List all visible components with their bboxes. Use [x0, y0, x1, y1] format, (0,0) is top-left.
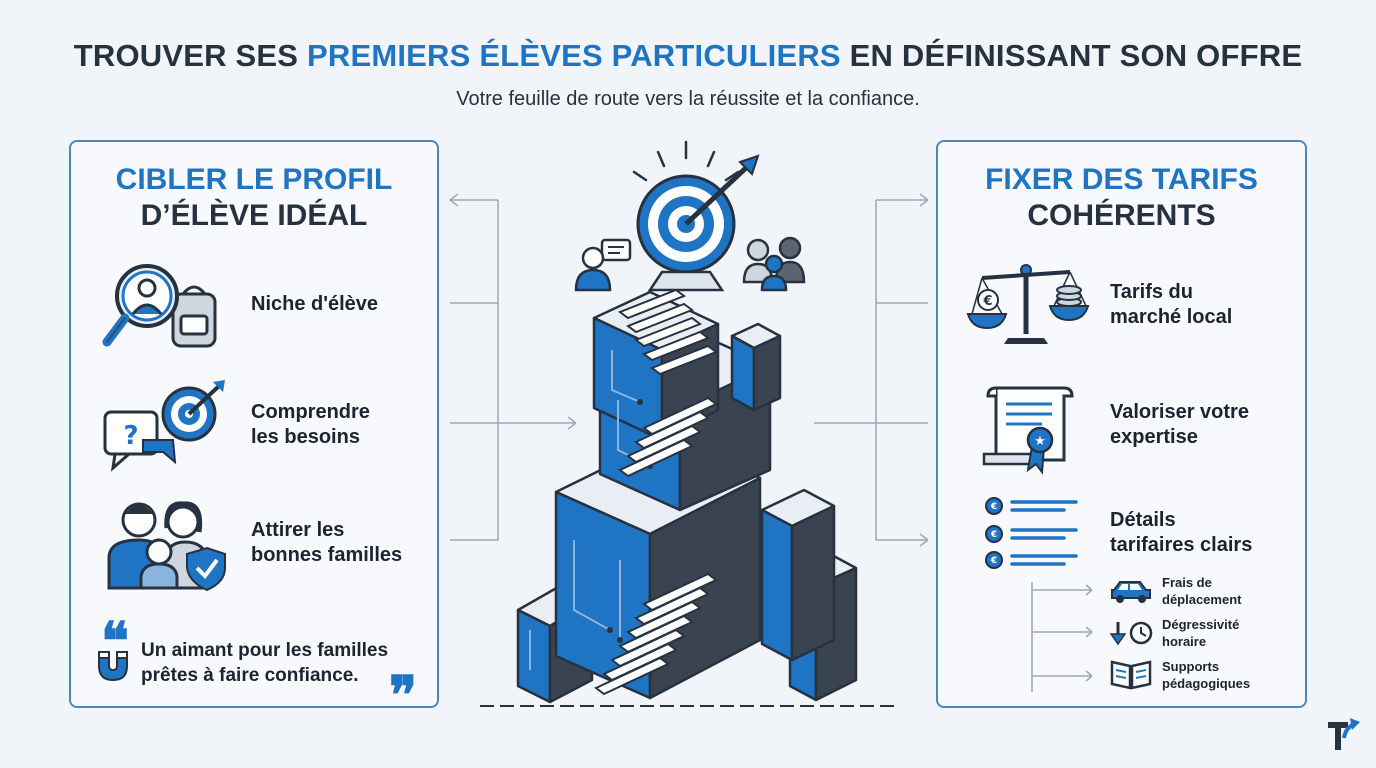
right-panel-title: FIXER DES TARIFS COHÉRENTS: [938, 162, 1305, 234]
title-part2: EN DÉFINISSANT SON OFFRE: [840, 38, 1303, 73]
balance-scale-icon: €: [966, 264, 1090, 344]
right-item-label-tarifs: Tarifs du marché local: [1110, 281, 1233, 328]
left-item-label-besoins: Comprendre les besoins: [251, 401, 370, 448]
svg-text:€: €: [990, 556, 997, 566]
car-icon: [1111, 581, 1151, 603]
price-list-icon: € € €: [985, 497, 1078, 569]
left-item-label-familles: Attirer les bonnes familles: [251, 519, 403, 566]
svg-text:€: €: [982, 294, 992, 309]
right-connector-lines: [814, 193, 929, 547]
certificate-icon: ★: [982, 386, 1074, 475]
left-item-label-niche: Niche d'élève: [251, 293, 379, 315]
magnet-icon: [98, 651, 128, 682]
family-shield-icon: [107, 501, 226, 592]
page-title: TROUVER SES PREMIERS ÉLÈVES PARTICULIERS…: [0, 38, 1376, 74]
right-item-label-expertise: Valoriser votre expertise: [1110, 401, 1249, 448]
student-bubble-icon: [574, 238, 632, 292]
sub-item-label-degressivite: Dégressivité horaire: [1162, 617, 1240, 649]
sub-item-label-deplacement: Frais de déplacement: [1162, 575, 1242, 607]
left-connector-lines: [449, 193, 577, 541]
clock-down-icon: [1109, 621, 1153, 646]
right-title-line1: FIXER DES TARIFS: [985, 163, 1258, 196]
left-title-line1: CIBLER LE PROFIL: [115, 163, 393, 196]
right-panel: FIXER DES TARIFS COHÉRENTS € Tarifs du m…: [936, 140, 1307, 708]
book-icon: [1110, 660, 1152, 690]
svg-text:€: €: [990, 502, 997, 512]
sub-items-connector: [1031, 582, 1093, 692]
question-target-icon: ?: [103, 380, 225, 472]
brand-logo-icon: [1328, 718, 1360, 750]
quote-close-mark: ❞: [389, 665, 417, 726]
magnifier-student-icon: [102, 264, 217, 348]
title-highlight: PREMIERS ÉLÈVES PARTICULIERS: [306, 38, 841, 73]
left-panel-title: CIBLER LE PROFIL D’ÉLÈVE IDÉAL: [71, 162, 437, 234]
page-subtitle: Votre feuille de route vers la réussite …: [456, 88, 920, 110]
left-title-line2: D’ÉLÈVE IDÉAL: [140, 199, 368, 232]
title-part1: TROUVER SES: [73, 38, 307, 73]
sub-item-label-supports: Supports pédagogiques: [1162, 659, 1251, 691]
svg-text:?: ?: [123, 421, 138, 451]
parents-group-icon: [742, 236, 806, 292]
right-item-label-details: Détails tarifaires clairs: [1110, 509, 1253, 556]
left-panel: CIBLER LE PROFIL D’ÉLÈVE IDÉAL Niche d'é…: [69, 140, 439, 722]
svg-text:★: ★: [1034, 434, 1046, 449]
svg-text:€: €: [990, 530, 997, 540]
right-title-line2: COHÉRENTS: [1027, 199, 1216, 232]
left-quote-text: Un aimant pour les familles prêtes à fai…: [141, 640, 389, 686]
staircase-target-icon: [480, 140, 900, 707]
